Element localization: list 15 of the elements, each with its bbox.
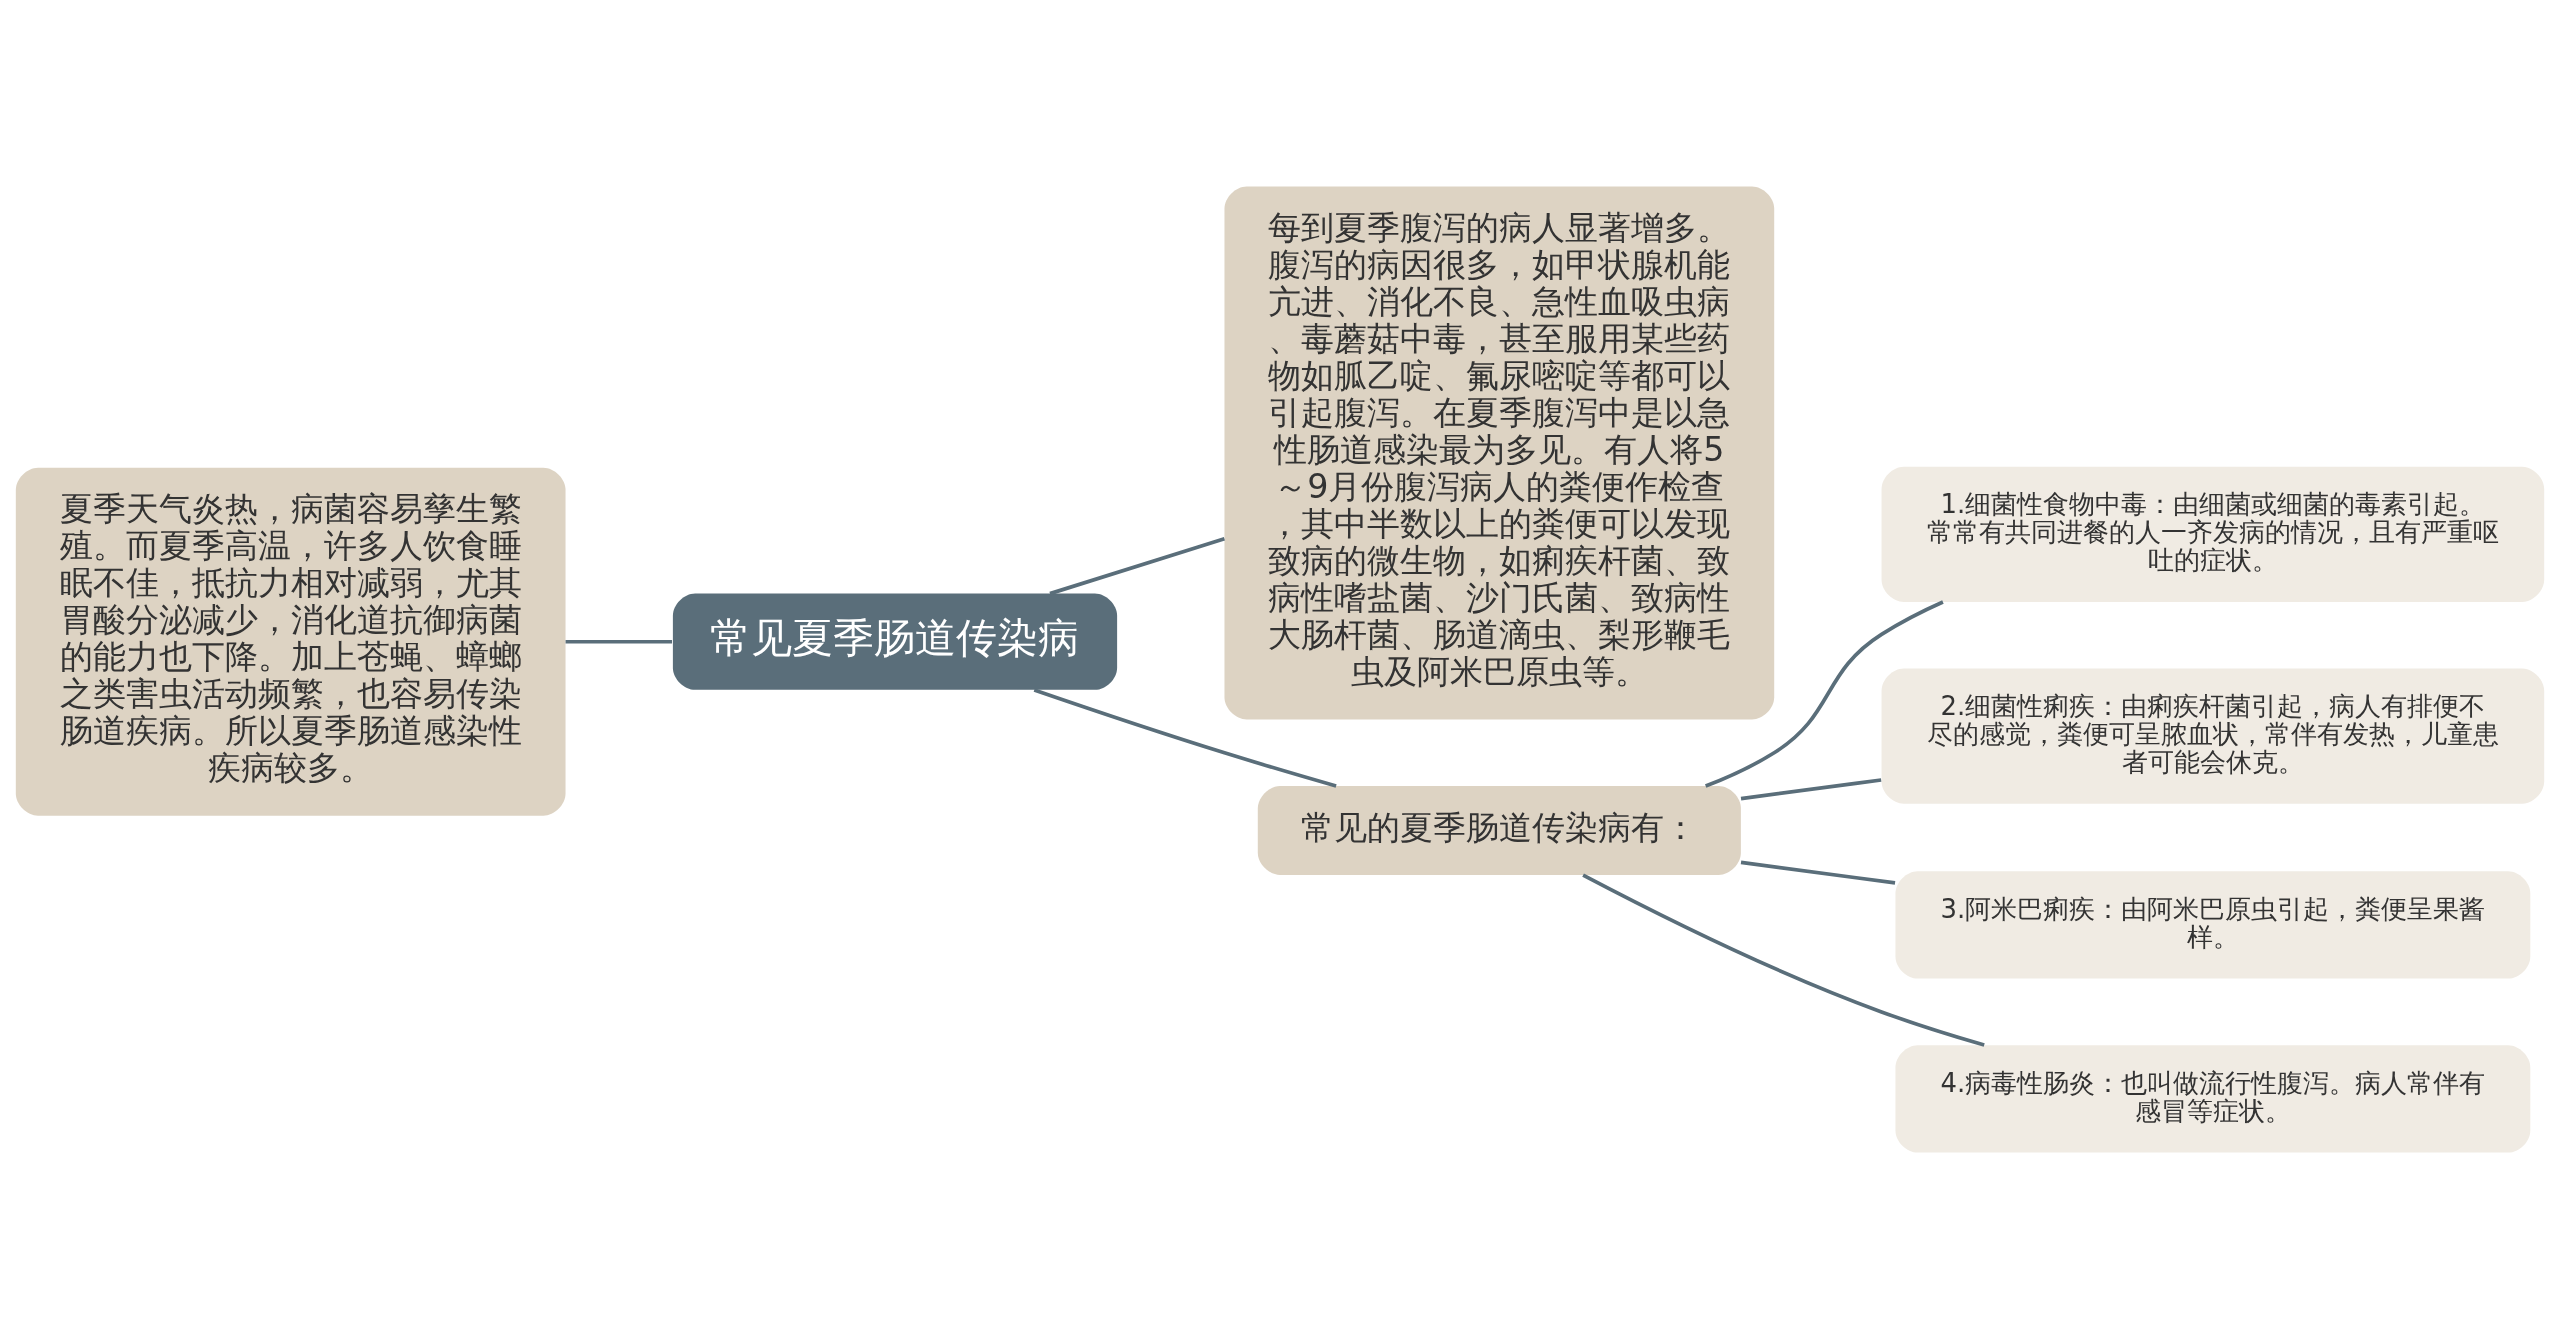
- node-box: 夏季天气炎热，病菌容易孳生繁殖。而夏季高温，许多人饮食睡眠不佳，抵抗力相对减弱，尤其胃酸分泌减少，消化道抗御病菌的能力也下降。加上苍蝇、蟑螂之类害虫活动频繁，也容易传染肠道疾病。所以夏季肠道感染性疾病较多。: [15, 467, 566, 816]
- node-box: 1.细菌性食物中毒：由细菌或细菌的毒素引起。常常有共同进餐的人一齐发病的情况，且有严重呕吐的症状。: [1881, 466, 2545, 602]
- node-box: 3.阿米巴痢疾：由阿米巴原虫引起，粪便呈果酱样。: [1895, 870, 2531, 979]
- node-box: 常见的夏季肠道传染病有：: [1257, 785, 1741, 875]
- connector: [1740, 777, 1882, 800]
- connector: [1740, 860, 1896, 885]
- connector: [1705, 599, 1944, 788]
- node-box: 4.病毒性肠炎：也叫做流行性腹泻。病人常伴有感冒等症状。: [1895, 1044, 2531, 1153]
- connector: [1582, 872, 1985, 1047]
- node-box: 每到夏季腹泻的病人显著增多。腹泻的病因很多，如甲状腺机能亢进、消化不良、急性血吸虫病、毒蘑菇中毒，甚至服用某些药物如胍乙啶、氟尿嘧啶等都可以引起腹泻。在夏季腹泻中是以急性肠道感染最为多见。有人将5～9月份腹泻病人的粪便作检查，其中半数以上的粪便可以发现致病的微生物，如痢疾杆菌、致病性嗜盐菌、沙门氏菌、致病性大肠杆菌、肠道滴虫、梨形鞭毛虫及阿米巴原虫等。: [1224, 185, 1775, 719]
- connector: [1049, 536, 1225, 595]
- connector: [565, 639, 672, 644]
- node-box: 常见夏季肠道传染病: [672, 593, 1118, 690]
- node-box: 2.细菌性痢疾：由痢疾杆菌引起，病人有排便不尽的感觉，粪便可呈脓血状，常伴有发热，儿童患者可能会休克。: [1881, 668, 2545, 804]
- connector: [1033, 687, 1337, 788]
